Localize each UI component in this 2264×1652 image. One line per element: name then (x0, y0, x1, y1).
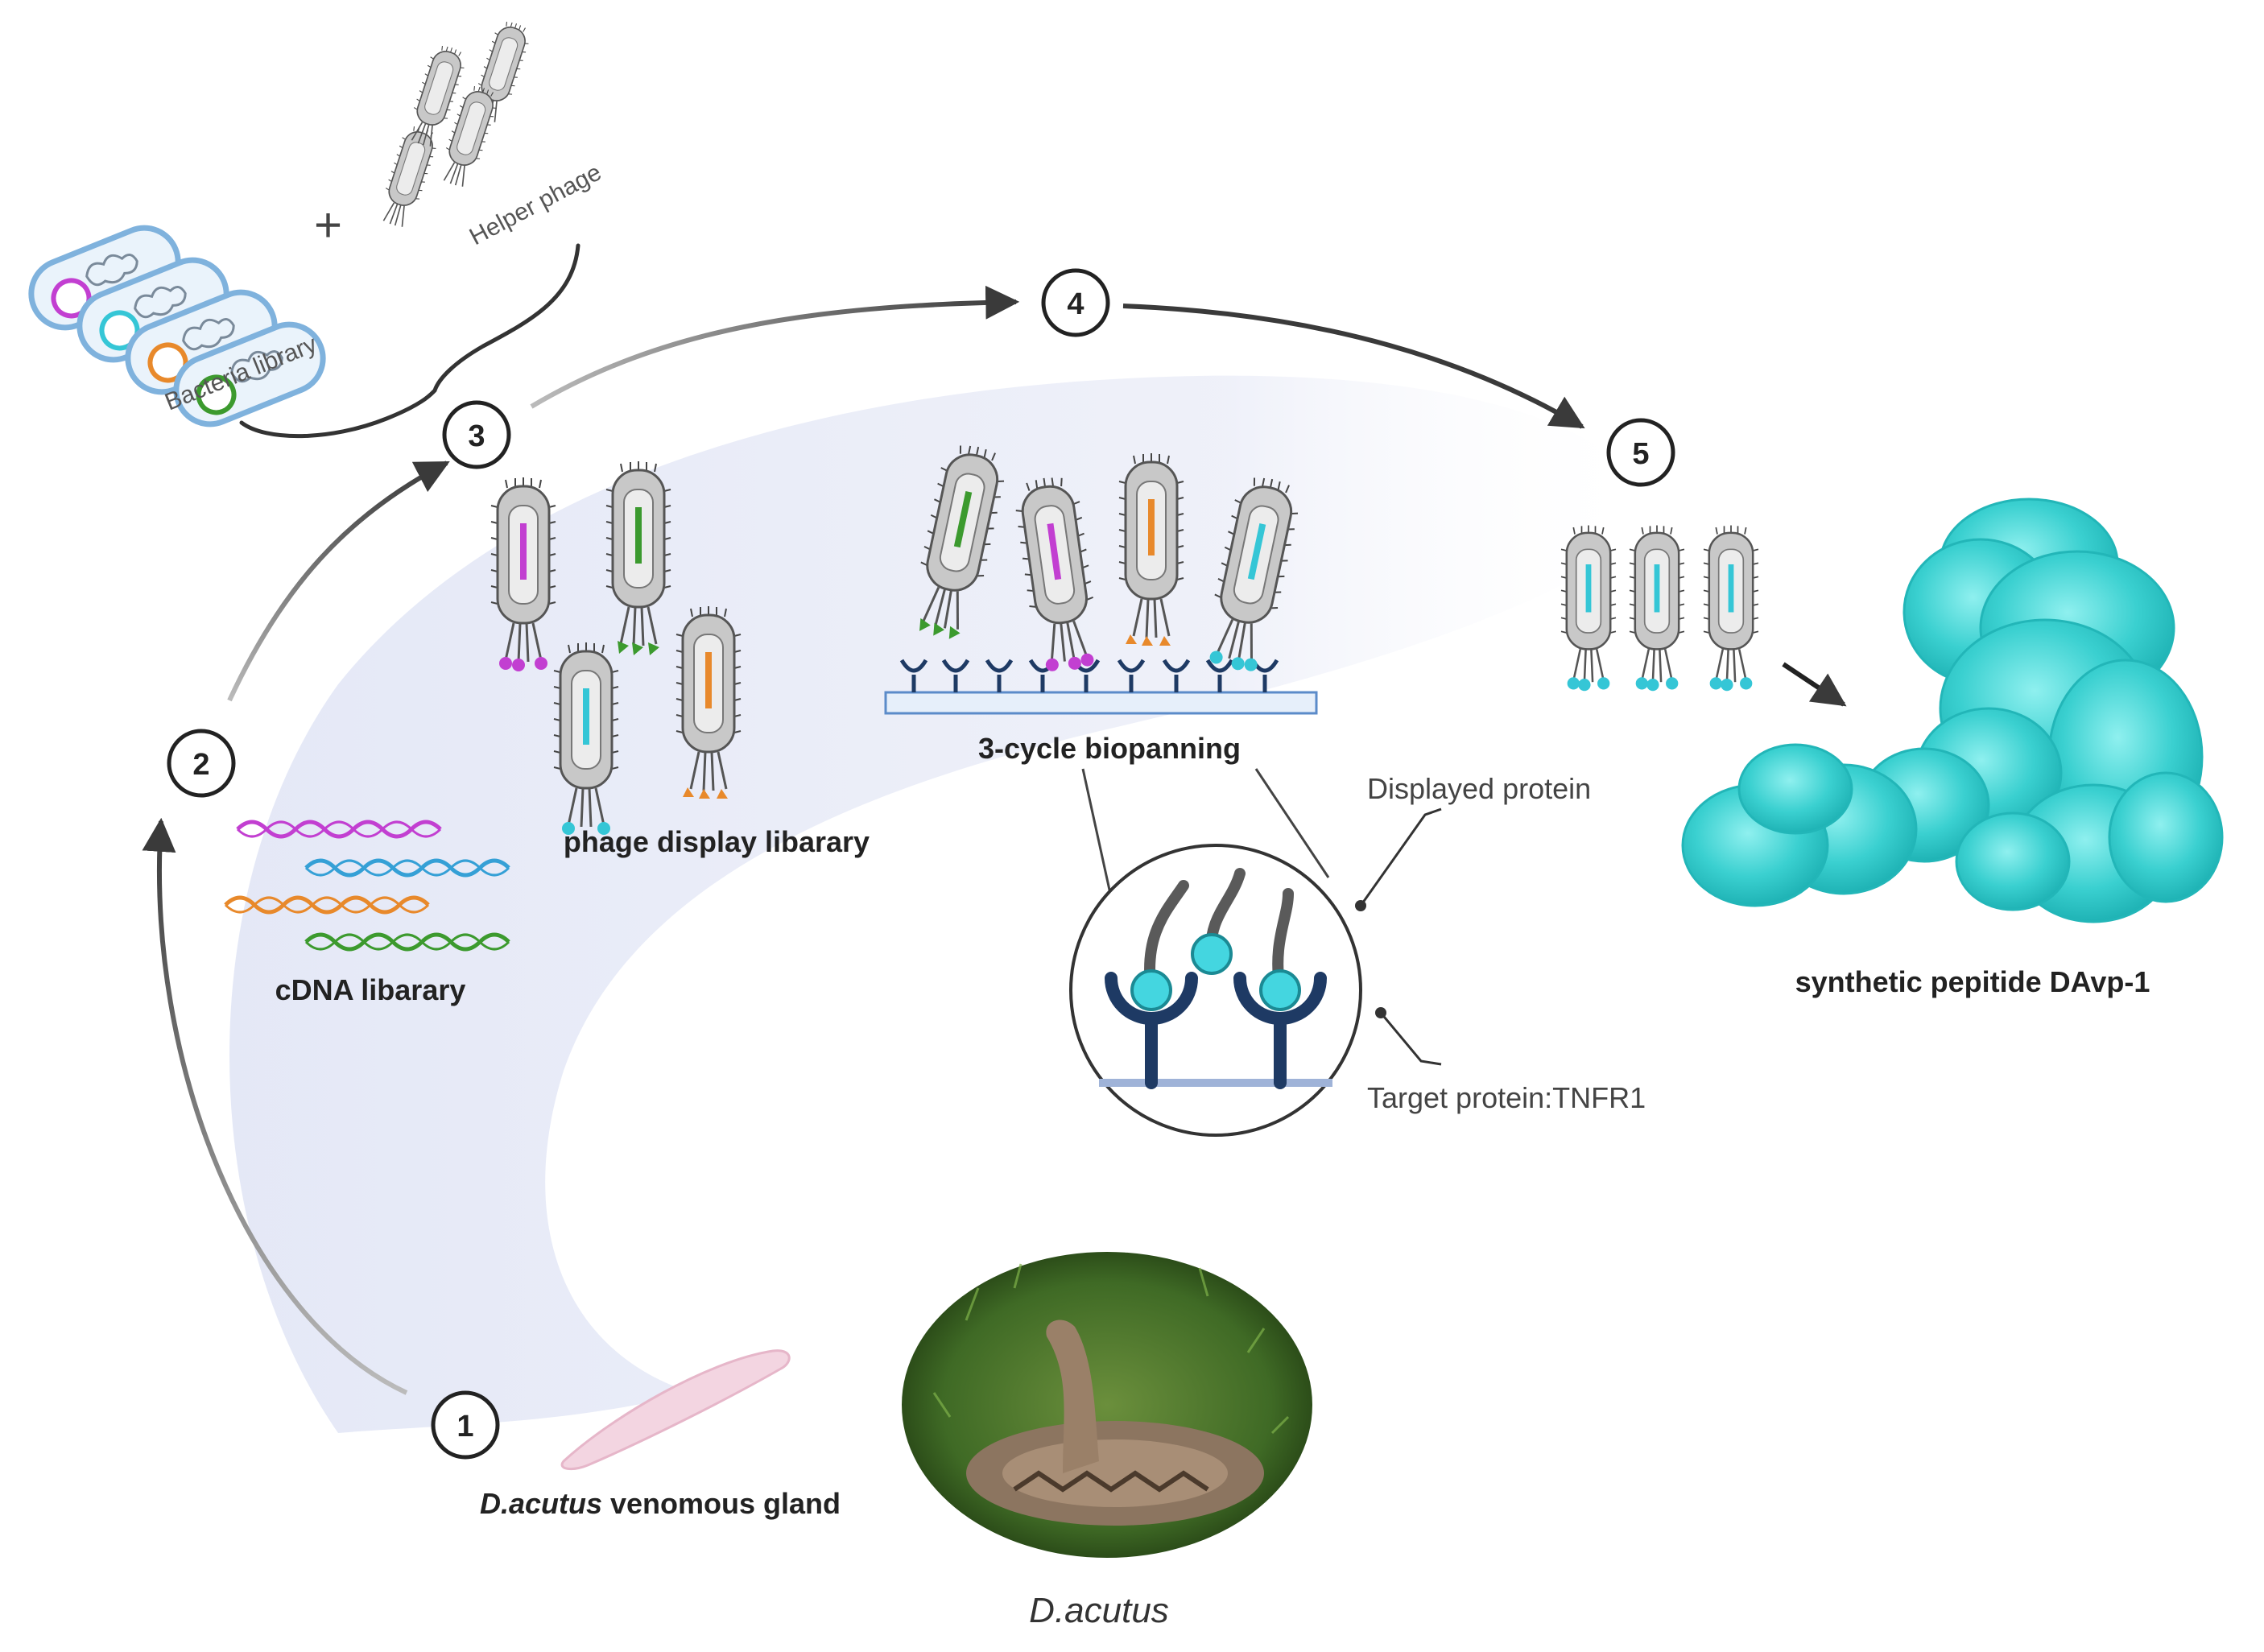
step-3-badge: 3 (442, 400, 511, 469)
step-5-badge: 5 (1606, 418, 1675, 487)
protein-structure-icon (1681, 498, 2224, 923)
phage-icon (552, 641, 620, 835)
dna-helix-icon (224, 895, 430, 915)
receptor-icon (899, 659, 1279, 692)
svg-text:3: 3 (468, 419, 485, 453)
arrow-4-to-5 (1122, 304, 1585, 429)
callout-line (1359, 807, 1442, 907)
phage-icon (1702, 524, 1760, 692)
bacteria-icon (166, 314, 333, 434)
step-4-badge: 4 (1041, 268, 1110, 337)
phage-icon (907, 439, 1011, 639)
phage-display-library-label: phage display libarary (564, 825, 870, 858)
zoom-line (1254, 768, 1330, 878)
bacteria-library: Bacteria library (21, 217, 333, 434)
displayed-protein-label: Displayed protein (1367, 772, 1591, 805)
arrow-1-to-2 (142, 817, 408, 1395)
arrow-to-peptide (1782, 662, 1847, 707)
phage-display-library: phage display libarary (490, 460, 870, 858)
synthetic-peptide-label: synthetic pepitide DAvp-1 (1795, 965, 2150, 998)
target-protein-label: Target protein:TNFR1 (1367, 1081, 1646, 1114)
step-2-badge: 2 (167, 729, 236, 798)
brace (239, 243, 580, 439)
bacteria-icon (118, 282, 285, 402)
gland-label: D.acutus venomous gland (480, 1487, 841, 1520)
binding-inset (1069, 844, 1362, 1137)
phage-icon (1118, 452, 1185, 646)
helper-phage-label: Helper phage (465, 159, 606, 250)
dna-helix-icon (304, 932, 510, 952)
background-arc (229, 375, 1659, 1434)
biopanning-plate: 3-cycle biopanning (884, 439, 1318, 765)
callout-line (1379, 1012, 1442, 1066)
cdna-library-label: cDNA libarary (275, 973, 466, 1006)
selected-phages (1560, 524, 1760, 692)
phage-icon (1628, 524, 1686, 692)
phage-icon (675, 605, 742, 799)
svg-text:5: 5 (1632, 437, 1649, 471)
snake-caption: D.acutus (1029, 1591, 1169, 1630)
receptor-icon (1105, 972, 1327, 1089)
dna-helix-icon (236, 820, 442, 839)
dna-helix-icon (304, 858, 510, 878)
plus-sign: + (314, 198, 342, 252)
bacteria-icon (69, 250, 237, 370)
phage-icon (490, 476, 557, 671)
phage-icon (1010, 472, 1103, 671)
helper-phage-group: Helper phage (374, 17, 606, 250)
cdna-library: cDNA libarary (224, 820, 510, 1006)
biopanning-label: 3-cycle biopanning (978, 732, 1241, 765)
bacteria-icon (21, 217, 188, 337)
phage-icon (1560, 524, 1617, 692)
svg-text:4: 4 (1067, 287, 1084, 321)
venom-gland-icon (560, 1349, 791, 1471)
phage-icon (605, 460, 672, 655)
svg-text:1: 1 (457, 1410, 473, 1443)
arrow-2-to-3 (227, 460, 450, 702)
svg-text:2: 2 (192, 748, 209, 782)
step-1-badge: 1 (431, 1390, 500, 1460)
snake-photo (902, 1252, 1312, 1558)
phage-icon (1200, 471, 1305, 671)
arrow-3-to-4 (530, 285, 1020, 409)
